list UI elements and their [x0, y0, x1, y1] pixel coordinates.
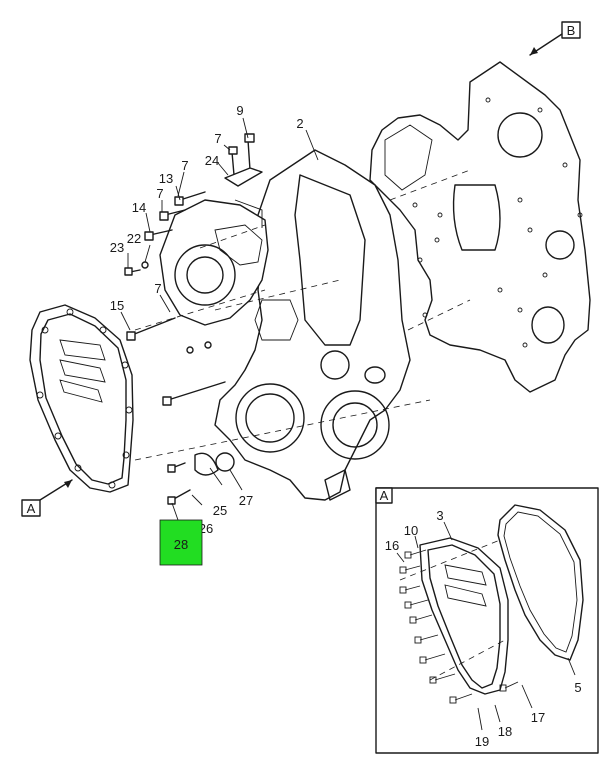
label-7a: 7 [214, 131, 221, 146]
label-15: 15 [110, 298, 124, 313]
highlight-part-28[interactable]: 28 [159, 519, 203, 566]
fasteners [124, 133, 263, 505]
label-17: 17 [531, 710, 545, 725]
callout-b: B [529, 21, 581, 56]
label-2: 2 [296, 116, 303, 131]
label-10: 10 [404, 523, 418, 538]
svg-text:A: A [27, 501, 36, 516]
front-housing [214, 149, 411, 501]
alignment-lines [134, 169, 471, 461]
accessory-housing [159, 199, 269, 326]
callout-a: A [21, 479, 73, 517]
label-7b: 7 [181, 158, 188, 173]
label-22: 22 [127, 231, 141, 246]
label-18: 18 [498, 724, 512, 739]
label-14: 14 [132, 200, 146, 215]
detail-a-view: A [375, 487, 599, 754]
label-13: 13 [159, 171, 173, 186]
label-7c: 7 [156, 186, 163, 201]
label-16: 16 [385, 538, 399, 553]
label-5: 5 [574, 680, 581, 695]
label-25: 25 [213, 503, 227, 518]
label-27: 27 [239, 493, 253, 508]
label-3: 3 [436, 508, 443, 523]
part-labels: 2 9 7 24 7 13 7 14 22 23 15 7 25 26 27 3… [110, 103, 582, 749]
rear-plate [369, 61, 591, 393]
label-19: 19 [475, 734, 489, 749]
front-cover [29, 304, 134, 493]
label-28: 28 [174, 537, 188, 552]
label-7d: 7 [154, 281, 161, 296]
svg-text:B: B [567, 23, 576, 38]
leader-lines [120, 117, 576, 731]
svg-text:A: A [380, 488, 389, 503]
label-23: 23 [110, 240, 124, 255]
label-24: 24 [205, 153, 219, 168]
label-9: 9 [236, 103, 243, 118]
